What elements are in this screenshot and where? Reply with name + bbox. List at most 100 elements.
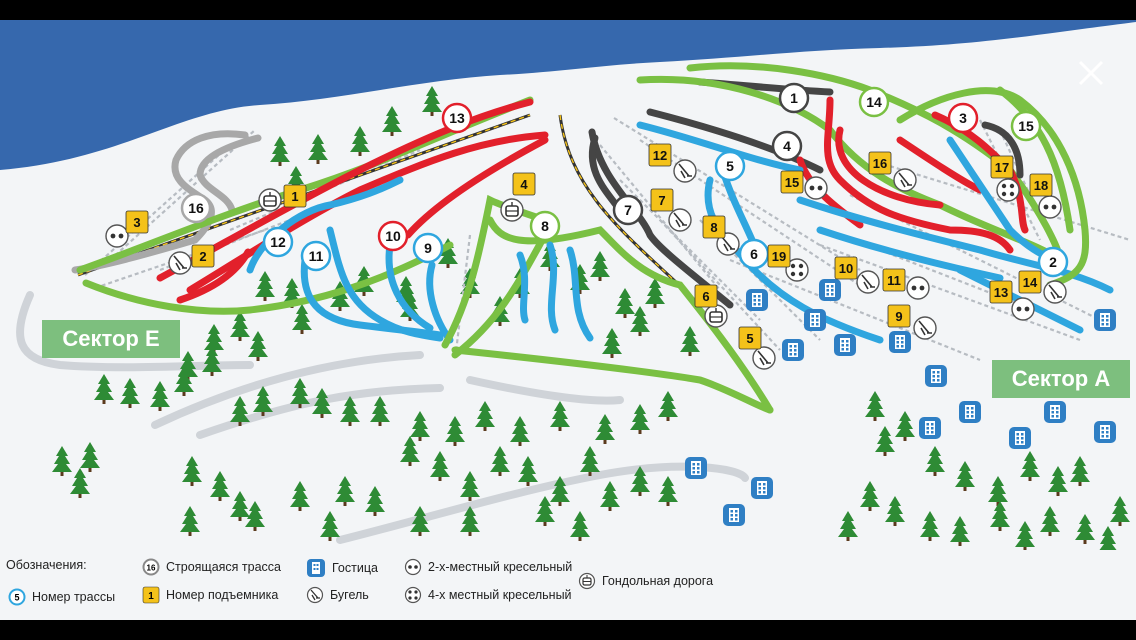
run-marker-number: 16 [188, 200, 204, 216]
lift-badge-18[interactable]: 18 [1029, 173, 1053, 197]
hotel-icon[interactable] [723, 504, 745, 526]
hotel-window [826, 285, 829, 288]
svg-text:16: 16 [147, 564, 156, 573]
lift-badge-14[interactable]: 14 [1018, 270, 1042, 294]
ski-run-blue [546, 241, 559, 334]
hotel-window [926, 427, 929, 430]
hotel-window [846, 340, 849, 343]
run-marker-3[interactable]: 3 [947, 102, 979, 134]
run-marker-number: 10 [385, 228, 401, 244]
run-marker-12[interactable]: 12 [262, 226, 294, 258]
hotel-icon[interactable] [1094, 421, 1116, 443]
run-marker-9[interactable]: 9 [412, 232, 444, 264]
hotel-building [895, 335, 905, 349]
run-marker-4[interactable]: 4 [771, 130, 803, 162]
hotel-window [1051, 411, 1054, 414]
lift-badge-10[interactable]: 10 [834, 256, 858, 280]
run-marker-7[interactable]: 7 [612, 194, 644, 226]
ski-run-red [796, 156, 864, 229]
chair-seat [798, 271, 804, 277]
hotel-window [901, 337, 904, 340]
run-marker-11[interactable]: 11 [300, 240, 332, 272]
legend-hotel-label: Гостица [332, 561, 378, 575]
hotel-icon[interactable] [804, 309, 826, 331]
lift-badge-12[interactable]: 12 [648, 143, 672, 167]
legend-hotel: Гостица [306, 558, 378, 578]
lift-badge-5[interactable]: 5 [738, 326, 762, 350]
lift-badge-number: 11 [887, 273, 901, 288]
hotel-window [896, 345, 899, 348]
ski-run-red [824, 96, 1014, 254]
lift-badge-4[interactable]: 4 [512, 172, 536, 196]
tbar-figure [898, 172, 912, 188]
hotel-window [937, 379, 940, 382]
lift-badge-7[interactable]: 7 [650, 188, 674, 212]
lift-badge-17[interactable]: 17 [990, 155, 1014, 179]
hotel-icon[interactable] [751, 477, 773, 499]
lift-badge-1[interactable]: 1 [283, 184, 307, 208]
hotel-icon[interactable] [834, 334, 856, 356]
run-marker-6[interactable]: 6 [738, 238, 770, 270]
close-button[interactable] [1074, 56, 1108, 90]
lift-badge-9[interactable]: 9 [887, 304, 911, 328]
run-marker-13[interactable]: 13 [441, 102, 473, 134]
run-marker-circle [778, 82, 810, 114]
hotel-window [692, 467, 695, 470]
hotel-icon[interactable] [1044, 401, 1066, 423]
legend-gondola: Гондольная дорога [578, 572, 713, 590]
hotel-window [758, 491, 761, 494]
lift-badge-13[interactable]: 13 [989, 280, 1013, 304]
lift-badge-bg [283, 184, 307, 208]
legend-under-construction: 16 Строящаяся трасса [142, 558, 281, 576]
lift-badge-number: 7 [658, 193, 665, 208]
hotel-icon[interactable] [925, 365, 947, 387]
hotel-icon[interactable] [1094, 309, 1116, 331]
hotel-icon[interactable] [1009, 427, 1031, 449]
run-marker-circle [1010, 110, 1042, 142]
run-marker-1[interactable]: 1 [778, 82, 810, 114]
lift-badge-6[interactable]: 6 [694, 284, 718, 308]
sector-e-label: Сектор E [42, 320, 180, 358]
lift-badge-19[interactable]: 19 [767, 244, 791, 268]
hotel-icon[interactable] [819, 279, 841, 301]
hotel-icon[interactable] [782, 339, 804, 361]
lift-badge-8[interactable]: 8 [702, 215, 726, 239]
run-marker-number: 1 [790, 90, 798, 106]
lift-badge-number: 4 [520, 177, 528, 192]
run-marker-8[interactable]: 8 [529, 210, 561, 242]
hotel-window [763, 491, 766, 494]
run-marker-15[interactable]: 15 [1010, 110, 1042, 142]
hotel-icon[interactable] [889, 331, 911, 353]
hotel-window [735, 510, 738, 513]
chairlift-2-icon [404, 558, 422, 576]
run-marker-2[interactable]: 2 [1037, 246, 1069, 278]
legend-chair4-label: 4-х местный кресельный [428, 588, 572, 602]
hotel-window [1016, 437, 1019, 440]
lift-badge-bg [191, 244, 215, 268]
hotel-window [763, 483, 766, 486]
t-bar-lift-icon [1043, 280, 1067, 304]
lift-badge-2[interactable]: 2 [191, 244, 215, 268]
chair-seat [919, 285, 925, 291]
chair-4-lift-icon [785, 258, 809, 282]
chair-seat [798, 263, 804, 269]
lift-badge-16[interactable]: 16 [868, 151, 892, 175]
lift-badge-15[interactable]: 15 [780, 170, 804, 194]
hotel-icon[interactable] [919, 417, 941, 439]
run-marker-16[interactable]: 16 [180, 192, 212, 224]
run-marker-14[interactable]: 14 [858, 86, 890, 118]
run-marker-10[interactable]: 10 [377, 220, 409, 252]
run-marker-5[interactable]: 5 [714, 150, 746, 182]
lift-badge-11[interactable]: 11 [882, 268, 906, 292]
hotel-building [757, 481, 767, 495]
close-icon [1078, 60, 1104, 86]
hotel-window [811, 315, 814, 318]
hotel-window [932, 371, 935, 374]
hotel-icon[interactable] [959, 401, 981, 423]
hotel-window [1051, 407, 1054, 410]
hotel-icon[interactable] [685, 457, 707, 479]
hotel-icon[interactable] [746, 289, 768, 311]
lift-badge-3[interactable]: 3 [125, 210, 149, 234]
lift-badge-bg [868, 151, 892, 175]
run-marker-number: 13 [449, 110, 465, 126]
